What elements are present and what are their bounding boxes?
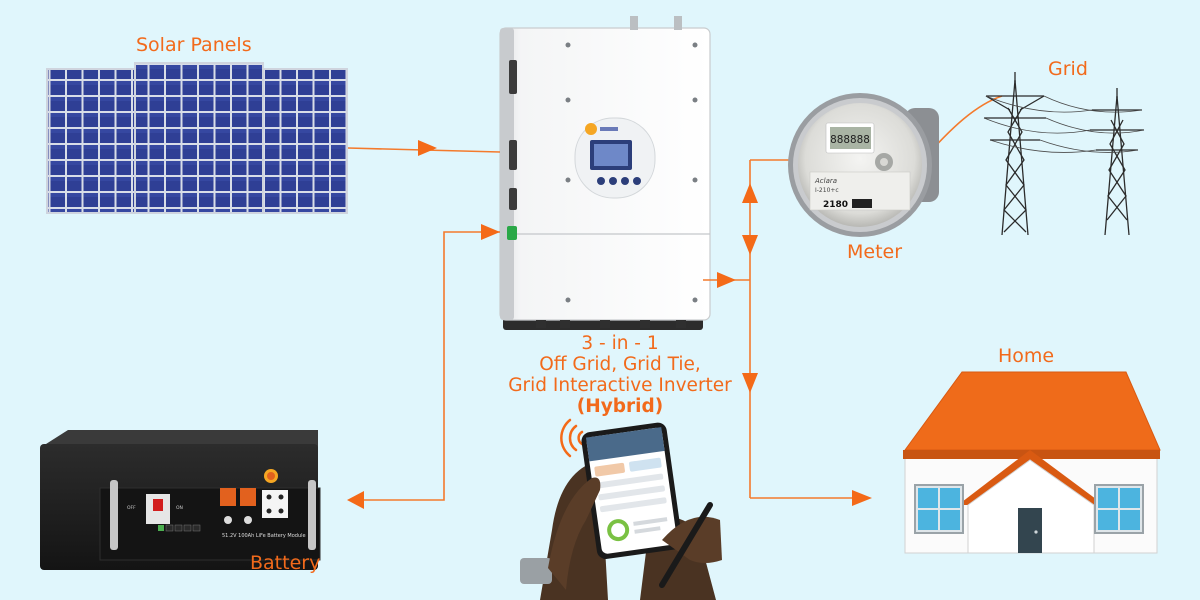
battery-image: OFF ON 51.2V 100Ah LiFe Battery Module — [40, 430, 321, 570]
inverter-caption-line1: 3 - in - 1 — [581, 333, 659, 354]
arrow-right-icon — [717, 272, 736, 288]
solar-panel-left — [46, 68, 144, 214]
arrow-down-icon — [742, 373, 758, 393]
inverter-control-panel — [574, 117, 656, 199]
grid-label: Grid — [1048, 58, 1088, 80]
arrow-up-icon — [742, 183, 758, 203]
transmission-tower-right — [1090, 88, 1144, 236]
home-image — [903, 371, 1161, 554]
inverter-caption-hybrid: (Hybrid) — [576, 396, 664, 417]
inverter-caption-line3: Grid Interactive Inverter — [508, 375, 732, 396]
meter-label: Meter — [847, 241, 903, 263]
arrow-right-icon — [481, 224, 500, 240]
battery-label: Battery — [250, 552, 321, 574]
solar-panels-label: Solar Panels — [136, 34, 252, 56]
meter-counter-text: 2180 — [823, 200, 848, 210]
arrow-right-icon — [418, 140, 437, 156]
arrow-down-icon — [742, 235, 758, 255]
transmission-tower-left — [984, 72, 1046, 236]
smartphone-app-image — [520, 418, 722, 600]
flow-arrows — [347, 140, 872, 509]
inverter-caption-line2: Off Grid, Grid Tie, — [539, 354, 701, 375]
power-lines — [983, 95, 1145, 153]
home-label: Home — [998, 345, 1055, 367]
meter-to-grid-wire — [929, 95, 1003, 153]
arrow-left-icon — [347, 491, 364, 509]
inverter-caption: 3 - in - 1 Off Grid, Grid Tie, Grid Inte… — [470, 333, 770, 417]
meter-model-text: I-210+c — [815, 187, 839, 194]
grid-towers-image — [983, 72, 1145, 236]
solar-panels-image — [46, 62, 348, 214]
inverter-battery-line — [350, 231, 500, 501]
arrow-right-icon — [852, 490, 872, 506]
solar-panel-center — [134, 62, 264, 214]
battery-switch-off-text: OFF — [127, 505, 136, 511]
meter-display-reading: 888888 — [830, 133, 870, 146]
wifi-signal-icon — [560, 418, 584, 458]
battery-module-text: 51.2V 100Ah LiFe Battery Module — [222, 533, 306, 539]
battery-switch-on-text: ON — [176, 505, 183, 511]
meter-brand-text: Aclara — [814, 177, 837, 185]
electric-meter-image: 888888 Aclara I-210+c 2180 — [788, 93, 939, 237]
solar-panel-right — [254, 68, 348, 214]
hybrid-inverter-image — [499, 16, 711, 330]
